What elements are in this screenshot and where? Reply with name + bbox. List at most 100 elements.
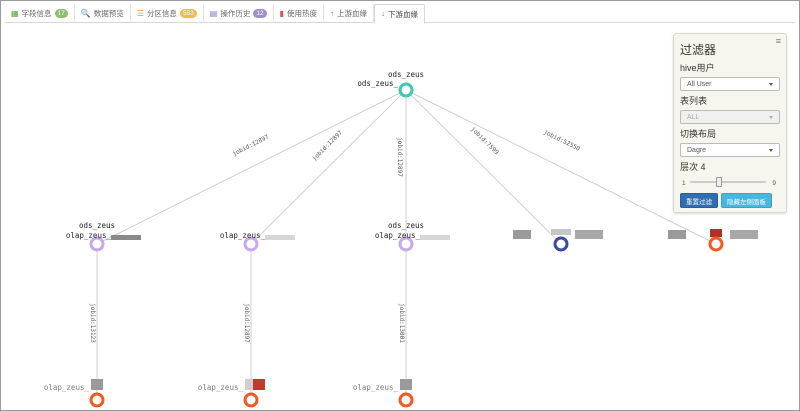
layout-select[interactable]: Dagre (680, 143, 780, 157)
tab-label: 上游血缘 (337, 9, 367, 18)
tab-label: 分区信息 (146, 9, 177, 18)
tab-icon: ↓ (381, 9, 385, 18)
tab-icon: 🔍 (80, 8, 91, 18)
node-label: olap_zeus_ (353, 383, 399, 392)
hide-panel-button[interactable]: 隐藏左侧面板 (721, 193, 772, 208)
level-value: 4 (700, 162, 706, 172)
tab-icon: ↑ (330, 8, 334, 18)
tab-icon: ☰ (136, 8, 144, 18)
edge-label: jobid:52550 (542, 129, 581, 153)
edge-line (405, 89, 717, 245)
edge-line (250, 89, 407, 245)
filter-panel: ≡ 过滤器 hive用户 All User 表列表 ALL 切换布局 Dagre… (673, 33, 787, 213)
select-value: Dagre (687, 146, 707, 154)
tab-label: 字段信息 (21, 9, 52, 18)
reset-filter-button[interactable]: 重置过滤 (680, 193, 718, 208)
node-label: ods_zeus (388, 70, 424, 79)
select-value: ALL (687, 113, 700, 121)
edge-line (96, 89, 407, 245)
table-node[interactable] (243, 392, 259, 408)
caret-down-icon (769, 82, 773, 86)
edge-label: jobid:12897 (311, 129, 344, 162)
redacted-block (513, 230, 531, 239)
redacted-block (91, 379, 103, 390)
node-label: ods_zeus (79, 221, 115, 230)
tab-label: 下游血缘 (388, 9, 418, 19)
legend-circle-tec[interactable]: tec (11, 29, 33, 51)
menu-icon[interactable]: ≡ (775, 36, 781, 46)
tab-6[interactable]: ↓下游血缘 (374, 4, 425, 24)
tab-label: 操作历史 (220, 9, 251, 18)
table-node[interactable] (398, 236, 414, 252)
table-node[interactable] (708, 236, 724, 252)
slider-min-label: 1 (682, 180, 686, 187)
hive-user-label: hive用户 (680, 63, 715, 73)
hive-user-select[interactable]: All User (680, 77, 780, 91)
legend-label: dbuva (13, 60, 31, 68)
edge-label: jobid:13001 (398, 303, 405, 343)
redacted-block (420, 235, 450, 240)
redacted-block (245, 379, 257, 390)
edge-label: jobid:12897 (396, 137, 403, 177)
node-label: olap_zeus_ (66, 231, 112, 240)
slider-handle[interactable] (715, 177, 722, 187)
level-label: 层次 4 (680, 160, 780, 173)
redacted-block (551, 229, 571, 235)
select-value: All User (687, 80, 712, 88)
redacted-block (111, 235, 141, 240)
edge-label: jobid:7599 (469, 126, 500, 157)
edge-label: jobid:13123 (89, 303, 96, 343)
node-label: olap_zeus_ (44, 383, 90, 392)
tab-5[interactable]: ↑上游血缘 (324, 4, 374, 23)
edge-label: jobid:12897 (231, 133, 270, 157)
tab-icon: ▤ (209, 8, 218, 18)
legend-label: tec (17, 36, 27, 44)
redacted-block (265, 235, 295, 240)
tab-badge: 17 (54, 9, 68, 18)
redacted-block (730, 230, 758, 239)
slider-track[interactable] (690, 177, 766, 187)
node-label: olap_zeus_ (220, 231, 266, 240)
redacted-block (253, 379, 265, 390)
node-label: ods_zeus (388, 221, 424, 230)
tab-4[interactable]: ▮使用热度 (274, 4, 324, 23)
columns-select[interactable]: ALL (680, 110, 780, 124)
edge-line (405, 89, 562, 245)
caret-down-icon (769, 115, 773, 119)
panel-title: 过滤器 (680, 43, 717, 57)
table-node[interactable] (398, 392, 414, 408)
node-label: olap_zeus_ (375, 231, 421, 240)
table-node[interactable] (89, 392, 105, 408)
tab-icon: ▦ (11, 8, 19, 18)
redacted-block (668, 230, 686, 239)
redacted-block (400, 379, 412, 390)
table-node[interactable] (89, 236, 105, 252)
button-row: 重置过滤 隐藏左侧面板 (680, 193, 780, 208)
node-label: ods_zeus_ (357, 79, 398, 88)
node-label: olap_zeus_ (198, 383, 244, 392)
tab-label: 数据预览 (93, 9, 124, 18)
tab-badge: 12 (253, 9, 267, 18)
slider-max-label: 9 (772, 180, 776, 187)
tab-icon: ▮ (279, 8, 284, 18)
columns-label: 表列表 (680, 96, 708, 106)
edge-label: jobid:12897 (243, 303, 250, 343)
tab-badge: 553 (179, 9, 197, 18)
caret-down-icon (769, 148, 773, 152)
table-node[interactable] (553, 236, 569, 252)
legend-circle-dbuva[interactable]: dbuva (11, 53, 33, 75)
level-slider[interactable]: 1 9 (680, 175, 780, 189)
redacted-block (575, 230, 603, 239)
lineage-graph[interactable]: jobid:12897 jobid:12897 jobid:12897 jobid:7… (1, 23, 800, 411)
level-label-text: 层次 (680, 162, 699, 172)
table-node[interactable] (243, 236, 259, 252)
tab-label: 使用热度 (287, 9, 317, 18)
redacted-block (710, 229, 722, 237)
tab-1[interactable]: 🔍数据预览 (75, 4, 131, 23)
root-table-node[interactable] (398, 82, 414, 98)
